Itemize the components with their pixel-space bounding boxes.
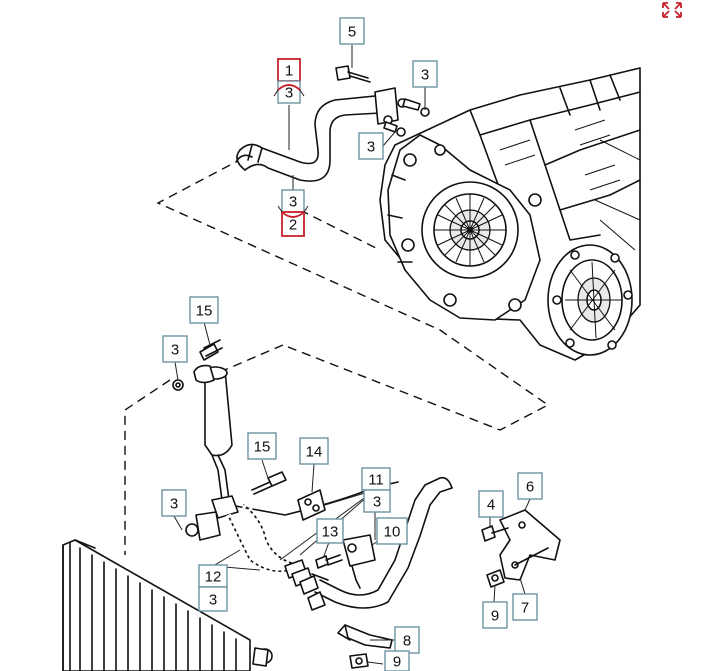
callout-box (482, 601, 508, 629)
callout-c3h[interactable]: 3 (198, 586, 228, 612)
callout-label: 15 (254, 439, 271, 456)
callout-c3a[interactable]: 3 (412, 60, 438, 88)
callout-c8[interactable]: 8 (394, 626, 420, 654)
callout-box (412, 60, 438, 88)
callout-c7[interactable]: 7 (512, 593, 538, 621)
callout-label: 11 (368, 472, 384, 489)
callout-c9b[interactable]: 9 (384, 650, 410, 671)
callout-label: 3 (373, 494, 381, 511)
connection-marks (273, 84, 309, 218)
callout-c9a[interactable]: 9 (482, 601, 508, 629)
mount-bracket (481, 509, 561, 588)
callout-box (478, 490, 504, 518)
callout-c15b[interactable]: 15 (247, 432, 277, 460)
callout-label: 6 (526, 479, 534, 496)
callout-box (316, 518, 344, 544)
callout-c1[interactable]: 1 (277, 58, 301, 82)
callout-box (198, 586, 228, 612)
callout-c11[interactable]: 11 (361, 467, 391, 491)
callout-box (339, 17, 365, 45)
callout-box (162, 335, 188, 363)
callout-label: 3 (285, 85, 293, 102)
clip-8 (337, 624, 393, 649)
callout-c12[interactable]: 12 (198, 564, 228, 588)
bolt-15-upper (199, 339, 223, 361)
callout-label: 13 (322, 524, 339, 541)
callout-label: 14 (306, 444, 323, 461)
lower-hoses (185, 471, 453, 611)
callout-label: 3 (170, 496, 178, 513)
callout-label: 9 (393, 654, 401, 671)
callout-c3c[interactable]: 3 (358, 132, 384, 160)
callout-label: 3 (209, 592, 217, 609)
callout-label: 10 (384, 524, 401, 541)
callout-box (281, 211, 305, 237)
callout-box (363, 489, 391, 513)
callout-box (376, 517, 408, 545)
callout-label: 3 (367, 139, 375, 156)
callout-c2[interactable]: 2 (281, 211, 305, 237)
callout-c6[interactable]: 6 (517, 472, 543, 500)
callout-box (517, 472, 543, 500)
filter-canister (172, 364, 234, 513)
callout-label: 7 (521, 600, 529, 617)
bolt-5 (335, 65, 371, 83)
callout-label: 9 (491, 608, 499, 625)
callout-label: 3 (289, 194, 297, 211)
callout-c3e[interactable]: 3 (162, 335, 188, 363)
transmission-housing (379, 67, 641, 361)
callout-box (247, 432, 277, 460)
callout-label: 8 (403, 633, 411, 650)
callout-label: 1 (285, 63, 293, 80)
expand-arrows-icon[interactable] (662, 2, 682, 18)
callout-label: 2 (289, 217, 297, 234)
callout-label: 3 (171, 342, 179, 359)
callout-label: 15 (196, 303, 213, 320)
callout-box (384, 650, 410, 671)
leader-lines (173, 45, 531, 665)
callout-c15a[interactable]: 15 (189, 296, 219, 324)
callout-label: 5 (348, 24, 356, 41)
callout-box (358, 132, 384, 160)
callout-c10[interactable]: 10 (376, 517, 408, 545)
radiator (62, 539, 273, 671)
callout-label: 3 (421, 67, 429, 84)
callout-c4[interactable]: 4 (478, 490, 504, 518)
callout-c5[interactable]: 5 (339, 17, 365, 45)
callout-box (394, 626, 420, 654)
callout-c14[interactable]: 14 (299, 437, 329, 465)
callout-box (161, 489, 187, 517)
callout-box (299, 437, 329, 465)
callout-label: 12 (205, 569, 222, 586)
callout-c3g[interactable]: 3 (161, 489, 187, 517)
nut-9-bottom (349, 653, 369, 669)
callout-box (512, 593, 538, 621)
upper-cooler-lines (235, 87, 430, 182)
callout-c13[interactable]: 13 (316, 518, 344, 544)
callout-c3f[interactable]: 3 (363, 489, 391, 513)
callout-box (189, 296, 219, 324)
callout-c3d[interactable]: 3 (281, 189, 305, 213)
callout-label: 4 (487, 497, 495, 514)
